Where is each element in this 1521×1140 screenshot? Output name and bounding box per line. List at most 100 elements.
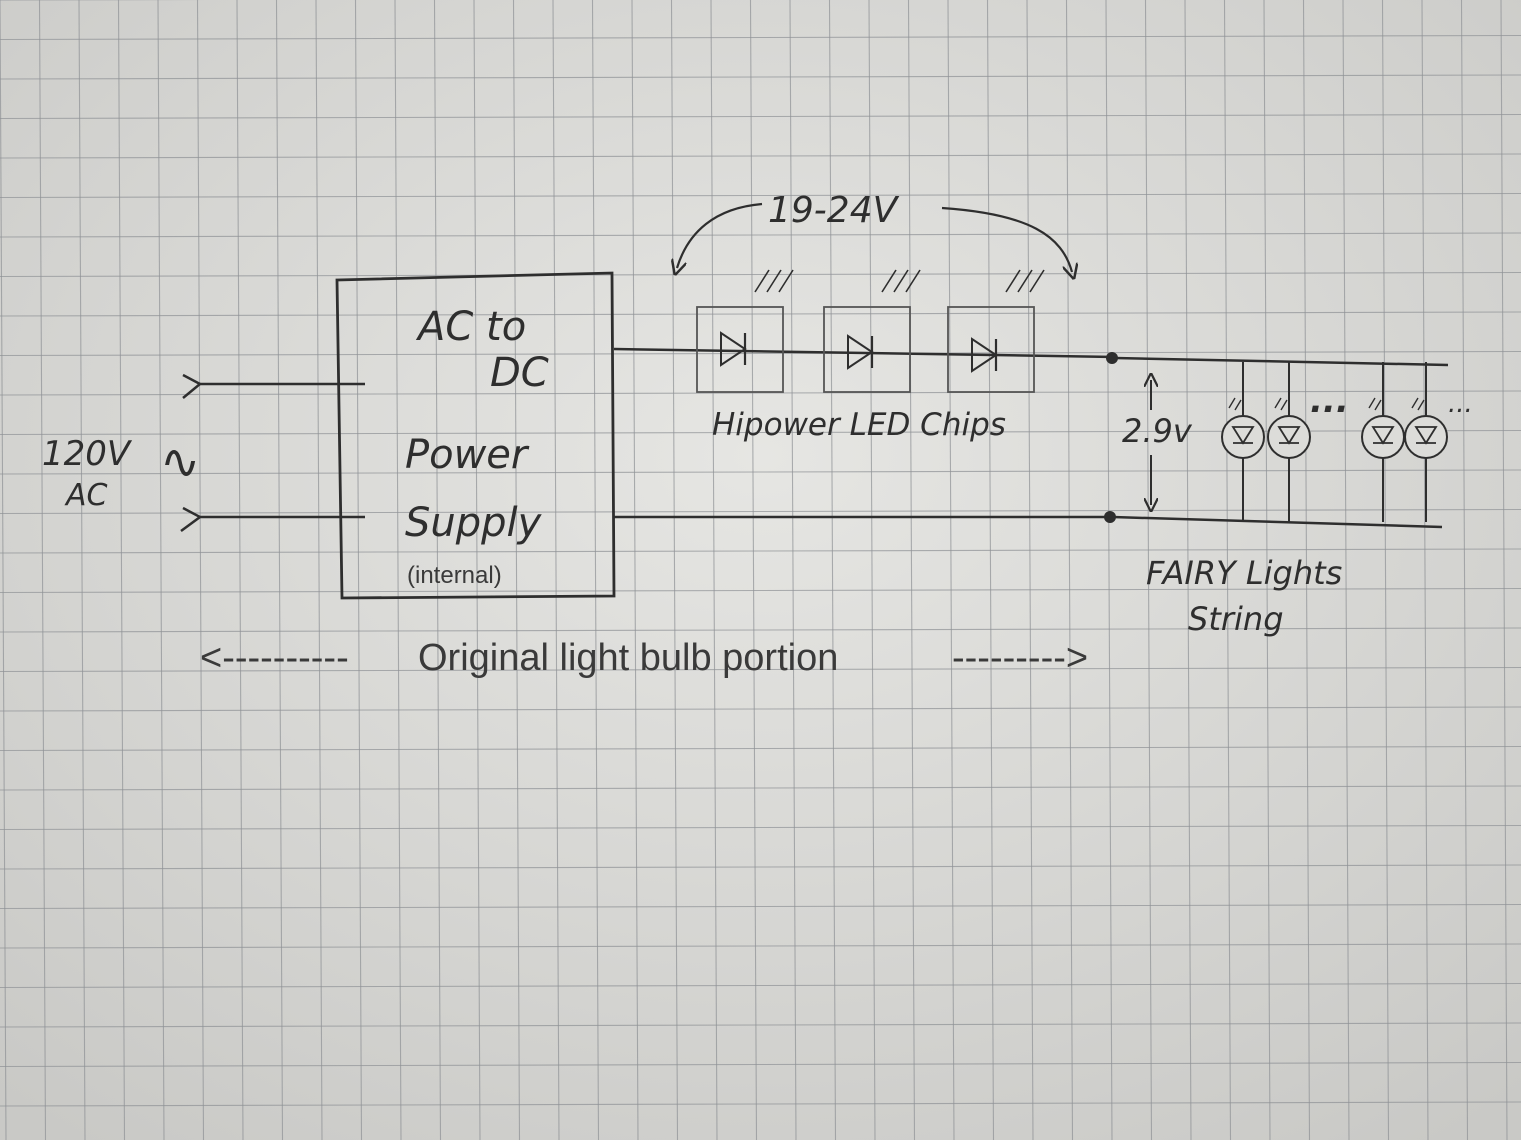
light-emission-icon — [1017, 269, 1033, 293]
grid-line-vertical — [1302, 0, 1311, 1140]
grid-line-vertical — [394, 0, 402, 1140]
light-emission-icon — [881, 269, 897, 293]
light-emission-icon — [1029, 269, 1045, 293]
light-emission-icon — [1374, 399, 1382, 411]
ps-label-supply: Supply — [405, 500, 543, 546]
grid-line-vertical — [1223, 0, 1232, 1140]
grid-line-vertical — [236, 0, 244, 1140]
diode-symbol-icon — [971, 337, 998, 373]
grid-line-horizontal — [0, 1101, 1521, 1107]
ps-label-dc: DC — [490, 350, 549, 396]
grid-line-vertical — [631, 0, 639, 1140]
grid-line-horizontal — [0, 74, 1521, 80]
fairy-led-diode-icon — [1414, 426, 1438, 445]
portion-right-arrow: ---------> — [952, 637, 1088, 679]
input-type-label: AC — [64, 478, 108, 513]
grid-line-horizontal — [0, 666, 1521, 673]
light-emission-icon — [1005, 269, 1021, 293]
grid-line-vertical — [591, 0, 600, 1140]
light-emission-icon — [1228, 397, 1236, 409]
fairy-voltage-label: 2.9v — [1122, 412, 1193, 450]
light-emission-icon — [1274, 397, 1282, 409]
grid-line-horizontal — [0, 745, 1521, 752]
grid-line-horizontal — [0, 982, 1521, 989]
grid-line-vertical — [473, 0, 481, 1140]
ac-input: 120V AC ∿ — [42, 373, 365, 533]
grid-line-vertical — [1263, 0, 1271, 1140]
grid-line-horizontal — [0, 1061, 1521, 1068]
fairy-led-circle — [1221, 415, 1265, 459]
grid-line-vertical — [789, 0, 797, 1140]
grid-line-horizontal — [0, 943, 1521, 949]
fairy-ellipsis-1: ... — [1310, 381, 1349, 421]
grid-line-vertical — [986, 0, 995, 1140]
grid-line-vertical — [157, 0, 165, 1140]
grid-line-vertical — [1381, 0, 1390, 1140]
grid-line-horizontal — [0, 706, 1521, 712]
grid-line-vertical — [828, 0, 837, 1140]
grid-line-horizontal — [0, 548, 1521, 554]
portion-caption: <---------- Original light bulb portion … — [200, 637, 1088, 679]
grid-line-horizontal — [0, 1022, 1521, 1028]
grid-line-vertical — [117, 0, 126, 1140]
grid-line-horizontal — [0, 469, 1521, 475]
junction-top — [1106, 352, 1118, 364]
ps-note-internal: (internal) — [407, 562, 502, 589]
grid-line-vertical — [1065, 0, 1074, 1140]
grid-line-horizontal — [0, 508, 1521, 515]
fairy-led-1 — [1221, 362, 1265, 522]
grid-line-vertical — [1342, 0, 1350, 1140]
power-supply-box — [335, 271, 616, 600]
grid-line-horizontal — [0, 113, 1521, 120]
power-supply-block: AC to DC Power Supply (internal) — [335, 271, 616, 600]
light-emission-icon — [1417, 399, 1425, 411]
light-emission-icon — [778, 269, 794, 293]
grid-line-horizontal — [0, 192, 1521, 199]
fairy-led-diode-icon — [1231, 426, 1255, 445]
grid-line-vertical — [0, 0, 7, 1140]
grid-line-vertical — [512, 0, 521, 1140]
light-emission-icon — [1411, 397, 1419, 409]
led-chips-label: Hipower LED Chips — [712, 407, 1006, 443]
fairy-led-circle — [1267, 415, 1311, 459]
fairy-led-4 — [1404, 362, 1448, 522]
fairy-ellipsis-2: ... — [1448, 389, 1473, 419]
grid-line-vertical — [552, 0, 560, 1140]
led-voltage-label: 19-24V — [768, 190, 900, 231]
led-voltage-span: 19-24V — [677, 190, 1072, 272]
grid-line-vertical — [1184, 0, 1192, 1140]
grid-line-vertical — [1460, 0, 1469, 1140]
grid-line-vertical — [78, 0, 86, 1140]
diode-symbol-icon — [720, 331, 747, 367]
junction-bottom — [1104, 511, 1116, 523]
grid-line-horizontal — [0, 824, 1521, 831]
fairy-label-line1: FAIRY Lights — [1146, 554, 1342, 592]
diode-symbol-icon — [847, 334, 874, 370]
ac-wave-icon: ∿ — [160, 434, 200, 490]
grid-line-vertical — [907, 0, 916, 1140]
portion-text: Original light bulb portion — [418, 637, 838, 679]
led-span-arrow-left — [677, 202, 763, 268]
grid-line-horizontal — [0, 429, 1521, 436]
light-emission-icon — [754, 269, 770, 293]
fairy-led-circle — [1361, 415, 1405, 459]
grid-line-horizontal — [0, 785, 1521, 791]
grid-line-vertical — [196, 0, 205, 1140]
light-emission-icon — [1234, 399, 1242, 411]
grid-line-vertical — [947, 0, 955, 1140]
light-emission-icon — [893, 269, 909, 293]
grid-line-horizontal — [0, 390, 1521, 396]
grid-line-vertical — [1144, 0, 1153, 1140]
fairy-led-diode-icon — [1277, 426, 1301, 445]
grid-line-horizontal — [0, 350, 1521, 357]
fairy-top-rail — [1114, 356, 1449, 367]
light-emission-icon — [905, 269, 921, 293]
grid-line-vertical — [354, 0, 363, 1140]
grid-line-vertical — [749, 0, 758, 1140]
light-emission-icon — [1368, 397, 1376, 409]
led-span-arrow-right — [941, 206, 1072, 272]
grid-line-vertical — [275, 0, 284, 1140]
grid-line-vertical — [670, 0, 679, 1140]
